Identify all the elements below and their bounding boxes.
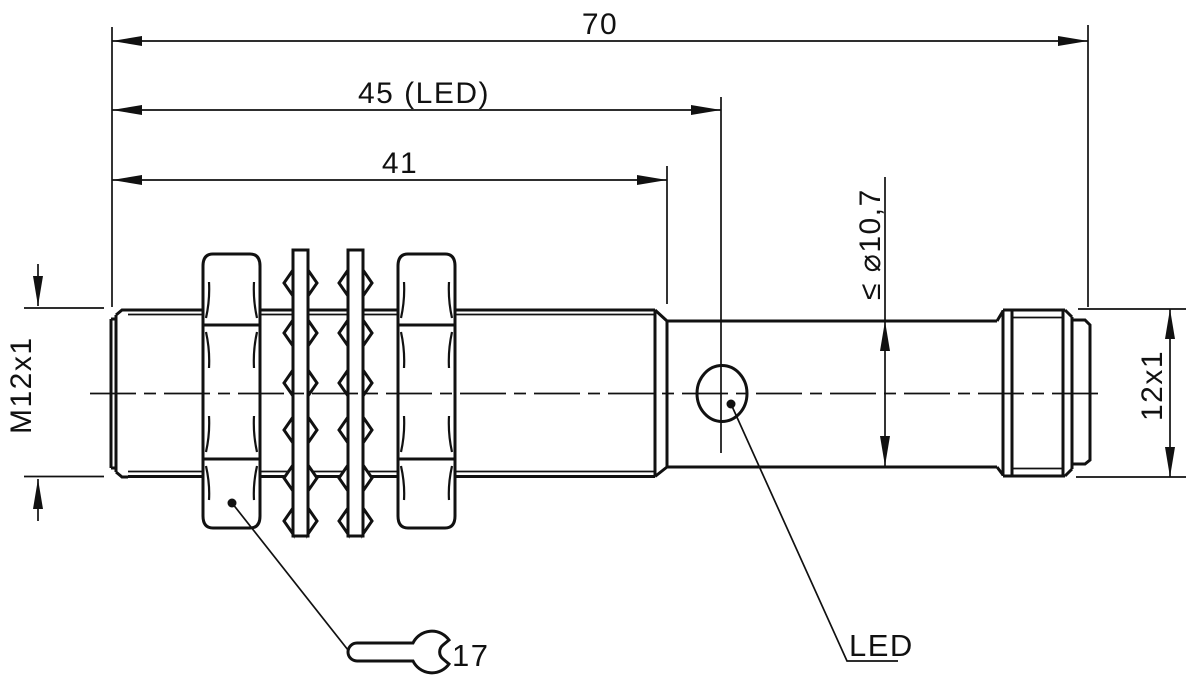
dimension-thread-spec: M12x1 — [5, 264, 104, 521]
dim-m12x1-label: M12x1 — [5, 336, 38, 434]
wrench-callout: 17 — [227, 498, 489, 675]
dimension-led-distance: 45 (LED) — [112, 77, 721, 115]
dimension-thread-length: 41 — [112, 147, 667, 185]
dim-45-led-label: 45 (LED) — [358, 77, 490, 110]
washer-teeth — [282, 265, 319, 539]
washer-teeth — [337, 265, 374, 539]
led-label: LED — [849, 628, 914, 663]
wrench-size-label: 17 — [452, 638, 489, 673]
extension-lines — [111, 25, 1089, 453]
dim-diameter-10-7-label: ≤ ⌀10,7 — [854, 188, 887, 300]
dim-41-label: 41 — [382, 147, 418, 180]
wrench-icon — [346, 629, 452, 675]
dimension-housing-diameter: ≤ ⌀10,7 — [854, 177, 890, 466]
hex-nut-2 — [396, 252, 457, 530]
dimension-connector-spec: 12x1 — [1076, 308, 1186, 478]
sensor-body — [109, 248, 1092, 539]
hex-nut-1 — [201, 252, 262, 530]
dim-70-label: 70 — [582, 8, 618, 41]
led-callout: LED — [726, 399, 914, 663]
dim-12x1-label: 12x1 — [1136, 350, 1169, 421]
dimension-overall-length: 70 — [112, 8, 1088, 46]
leader-line — [730, 403, 898, 662]
connector-end-cap — [1072, 318, 1092, 466]
leader-line — [231, 502, 349, 651]
